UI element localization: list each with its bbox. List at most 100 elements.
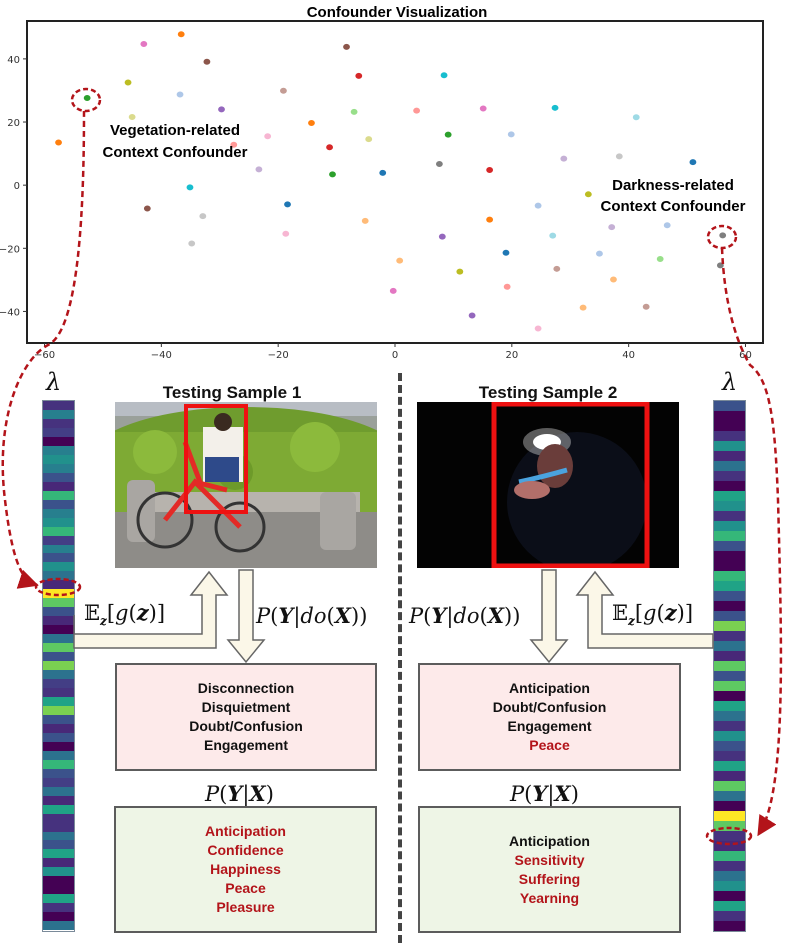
lambda-stripe — [43, 598, 74, 608]
lambda-stripe — [714, 491, 745, 501]
lambda-stripe — [714, 731, 745, 741]
lambda-stripe — [714, 551, 745, 561]
y-tick-label: −20 — [0, 244, 20, 255]
sample2-do-arrow — [529, 569, 569, 664]
scatter-point — [444, 131, 452, 138]
scatter-point — [656, 256, 664, 263]
lambda-stripe — [714, 521, 745, 531]
scatter-point — [326, 144, 333, 151]
lambda-stripe — [714, 581, 745, 591]
annotations: Vegetation-related Context Confounder Da… — [103, 122, 746, 215]
lambda-stripe-highlighted — [43, 589, 74, 599]
scatter-point — [230, 141, 238, 148]
scatter-point-highlighted — [83, 95, 91, 102]
lambda-stripe — [43, 688, 74, 697]
lambda-stripe — [714, 641, 745, 651]
lambda-stripe — [43, 634, 74, 644]
scatter-point — [379, 169, 387, 176]
scatter-point — [549, 232, 557, 239]
scatter-point — [55, 139, 62, 146]
emotion-label: Pleasure — [216, 899, 275, 915]
lambda-stripe — [43, 849, 74, 859]
lambda-stripe — [43, 571, 74, 581]
lambda-stripe — [714, 441, 745, 451]
scatter-point — [689, 159, 697, 166]
lambda-stripe — [43, 696, 74, 706]
scatter-point — [610, 276, 617, 283]
emotion-label: Doubt/Confusion — [492, 699, 607, 715]
lambda-stripe — [43, 544, 74, 554]
lambda-stripe — [43, 401, 74, 410]
scatter-point — [282, 230, 290, 237]
lambda-stripe — [43, 750, 74, 760]
lambda-stripe — [43, 759, 74, 769]
sample2-bbox — [491, 402, 650, 568]
scatter-point — [596, 250, 603, 257]
lambda-stripe — [714, 591, 745, 601]
scatter-point — [560, 155, 568, 162]
lambda-stripe — [43, 714, 74, 724]
lambda-stripe — [43, 732, 74, 742]
scatter-point — [350, 108, 358, 115]
x-tick-label: −20 — [268, 350, 289, 361]
sample2-expectation-label: 𝔼z[g(z)] — [612, 600, 694, 629]
lambda-stripe — [43, 705, 74, 715]
scatter-point — [479, 105, 487, 112]
scatter-point — [413, 107, 421, 114]
scatter-point — [343, 43, 350, 50]
lambda-stripe — [43, 427, 74, 437]
scatter-point — [435, 161, 443, 168]
lambda-stripe — [43, 777, 74, 787]
emotion-label: Engagement — [507, 718, 592, 734]
scatter-point — [255, 166, 263, 173]
expectation-expr: 𝔼z[g(z)] — [84, 600, 166, 629]
scatter-point — [355, 72, 363, 79]
lambda-stripe — [714, 671, 745, 681]
lambda-stripe — [43, 553, 74, 563]
lambda-stripe — [714, 461, 745, 471]
lambda-stripe — [43, 858, 74, 868]
lambda-stripe — [714, 911, 745, 921]
lambda-stripe — [43, 607, 74, 617]
scatter-point — [143, 205, 151, 212]
lambda-stripe — [714, 431, 745, 441]
sample2-image — [417, 402, 679, 568]
lambda-stripe — [43, 643, 74, 653]
lambda-stripe — [43, 723, 74, 733]
scatter-point — [264, 133, 272, 140]
lambda-stripe — [43, 921, 74, 931]
lambda-stripe — [714, 561, 745, 571]
sample1-photo-illustration — [115, 402, 377, 568]
scatter-point — [486, 167, 494, 174]
lambda-stripe — [714, 761, 745, 771]
sample1-cond-label: P(Y|X) — [205, 781, 274, 806]
lambda-stripe — [714, 831, 745, 841]
lambda-stripe — [43, 445, 74, 455]
y-tick-label: 20 — [7, 118, 20, 129]
lambda-stripe — [714, 471, 745, 481]
scatter-point — [551, 104, 559, 111]
scatter-point — [365, 136, 373, 143]
sample1-bbox — [184, 404, 248, 514]
lambda-stripe — [714, 691, 745, 701]
lambda-stripe — [43, 517, 74, 527]
scatter-point — [553, 265, 561, 272]
scatter-point — [396, 257, 404, 264]
scatter-point — [615, 153, 623, 160]
lambda-stripe — [43, 786, 74, 796]
lambda-stripe — [43, 876, 74, 886]
emotion-label: Disconnection — [197, 680, 295, 696]
annotation-darkness-line1: Darkness-related — [612, 177, 734, 194]
lambda-stripe — [714, 871, 745, 881]
lambda-stripe — [43, 795, 74, 805]
lambda-stripe — [43, 562, 74, 572]
lambda-stripe — [43, 418, 74, 428]
scatter-point — [218, 106, 225, 113]
lambda-stripe — [43, 535, 74, 545]
lambda-stripe — [714, 601, 745, 611]
